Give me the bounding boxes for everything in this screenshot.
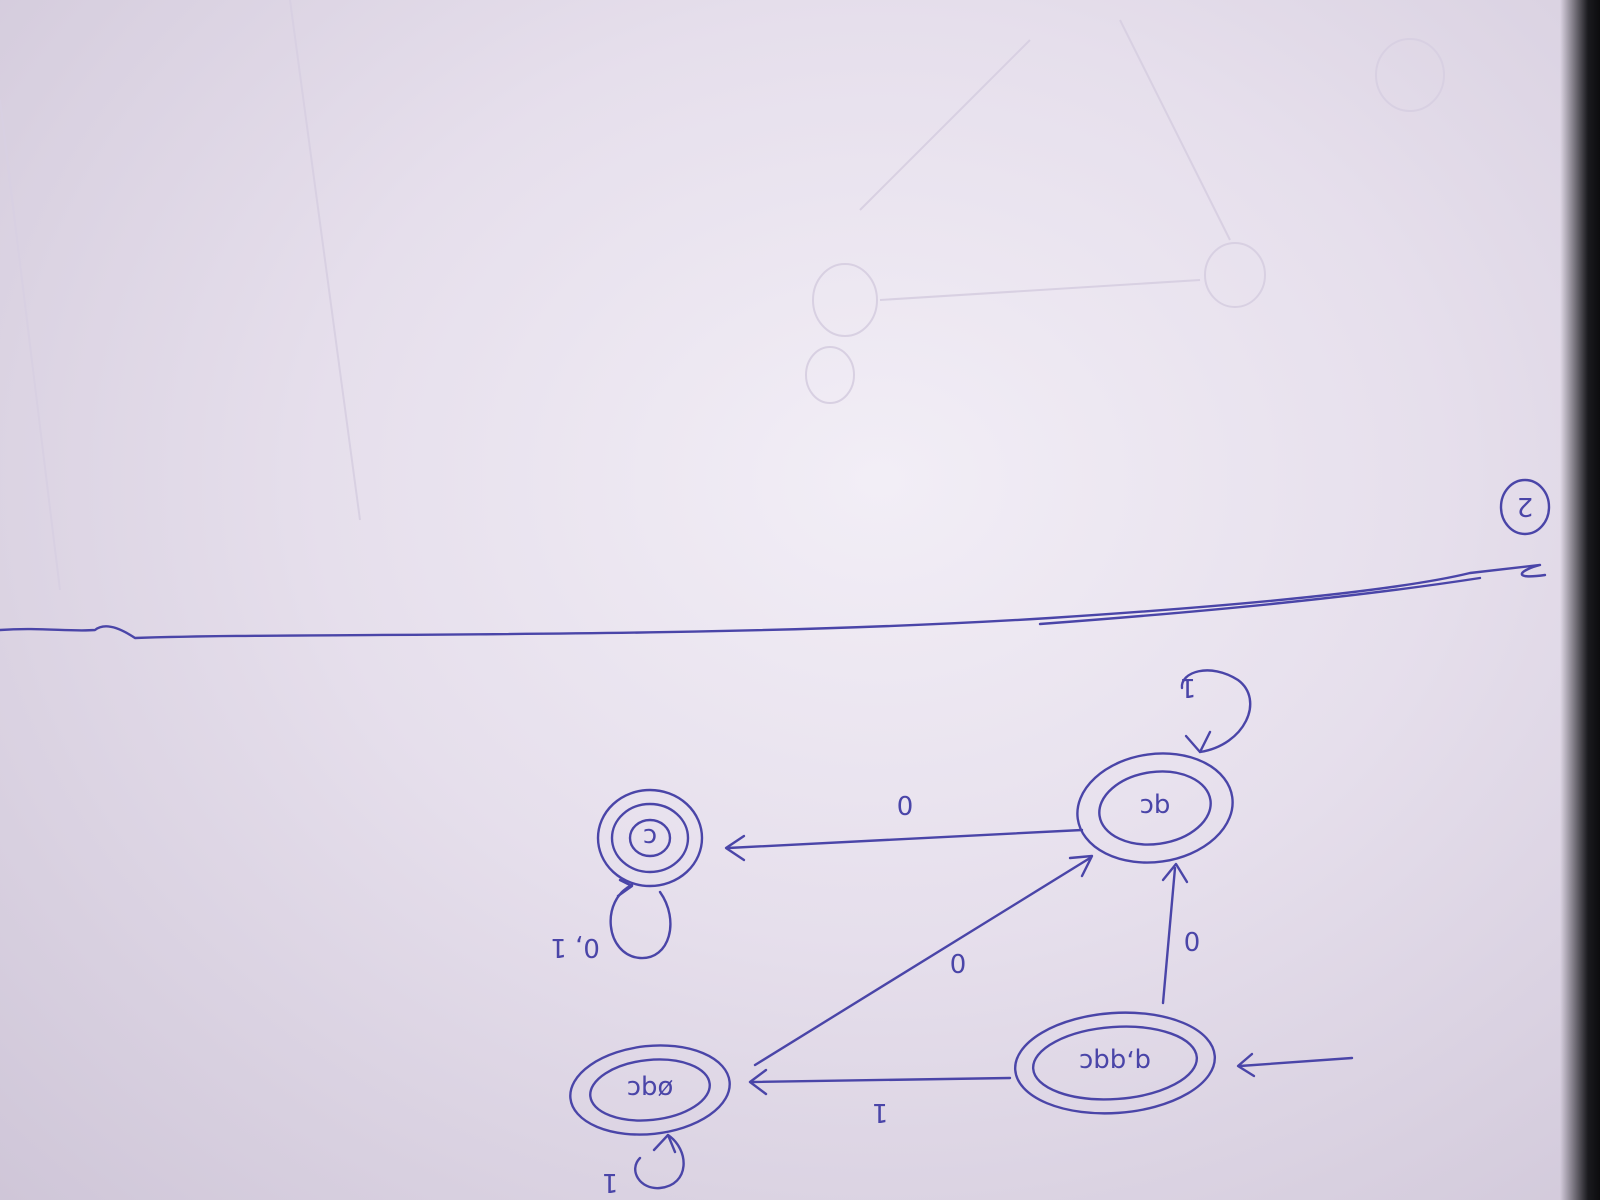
transition-qc-c-label: 0	[897, 789, 914, 819]
state-c-label: c	[643, 822, 657, 852]
self-loop-oqc	[634, 1133, 685, 1190]
self-loop-c-label: 0, 1	[550, 932, 600, 962]
transition-start-oqc-label: 1	[872, 1097, 889, 1127]
state-start-label: q,qqc	[1079, 1047, 1151, 1077]
state-oqc: øqc	[569, 1044, 731, 1136]
self-loop-qc	[1180, 669, 1252, 754]
transition-start-qc-head	[1161, 862, 1189, 884]
transition-start-qc	[1161, 866, 1177, 1005]
transition-qc-c-head	[724, 834, 746, 862]
separator-line-double	[1038, 576, 1482, 626]
separator-line	[0, 563, 1547, 640]
page-edge-shadow	[1560, 0, 1600, 1200]
transition-oqc-qc-head	[1068, 854, 1094, 878]
transition-start-qc-label: 0	[1184, 925, 1201, 955]
self-loop-oqc-head	[652, 1133, 677, 1154]
self-loop-c-head	[616, 878, 634, 898]
self-loop-oqc-label: 1	[602, 1167, 619, 1197]
state-c: c	[596, 788, 704, 888]
state-qc-label: qc	[1140, 792, 1171, 822]
state-oqc-label: øqc	[627, 1074, 674, 1104]
initial-arrow-head	[1236, 1052, 1256, 1078]
bleed-through-marks	[0, 0, 1445, 591]
page-number: 2	[1517, 491, 1534, 521]
self-loop-c	[609, 883, 672, 960]
transition-qc-c	[726, 828, 1084, 850]
page-number-circle	[1499, 478, 1551, 536]
self-loop-qc-label: 1	[1180, 672, 1197, 702]
transition-start-oqc	[750, 1076, 1012, 1084]
transition-start-oqc-head	[748, 1068, 768, 1096]
self-loop-qc-head	[1184, 730, 1212, 754]
state-start: q,qqc	[1013, 1011, 1217, 1115]
transition-oqc-qc	[753, 856, 1092, 1067]
transition-oqc-qc-label: 0	[950, 947, 967, 977]
initial-arrow	[1238, 1056, 1354, 1068]
state-qc: qc	[1076, 752, 1234, 864]
